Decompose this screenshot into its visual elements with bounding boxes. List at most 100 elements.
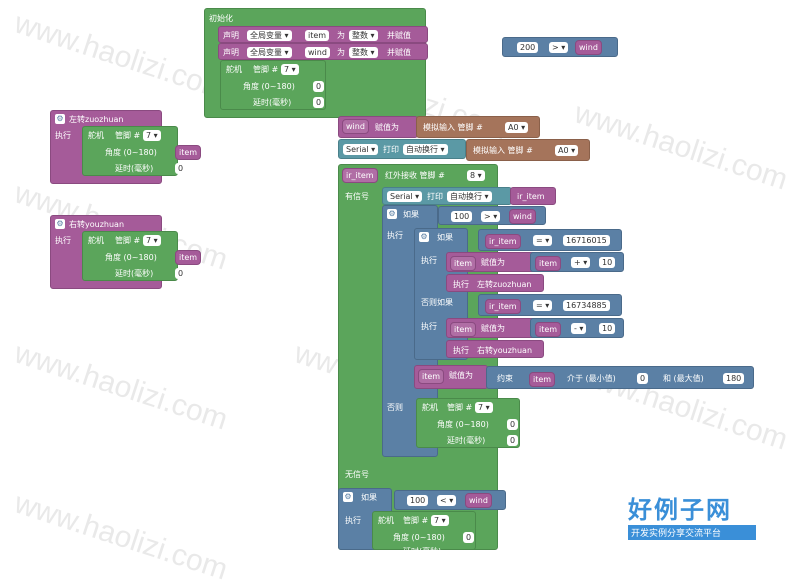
serial-port-dropdown[interactable]: Serial (387, 191, 423, 202)
call-right-block[interactable]: 执行 右转youzhuan (446, 340, 544, 358)
serial-port-dropdown[interactable]: Serial (343, 144, 379, 155)
gear-icon[interactable]: ⚙ (55, 114, 65, 124)
if3-condition[interactable]: 100 < wind (394, 490, 506, 510)
sub-math-block[interactable]: item - 10 (530, 318, 624, 338)
operator-dropdown[interactable]: > (481, 211, 501, 222)
max-field[interactable]: 180 (723, 373, 745, 384)
add-math-block[interactable]: item + 10 (530, 252, 624, 272)
pin-dropdown[interactable]: 7 (143, 130, 161, 141)
if2-condition[interactable]: ir_item = 16716015 (478, 229, 622, 251)
serial-print-ir-block[interactable]: Serial 打印 自动换行 (382, 187, 512, 205)
pin-dropdown[interactable]: 7 (431, 515, 449, 526)
item-var-pill[interactable]: item (450, 256, 477, 271)
increment-field[interactable]: 10 (599, 257, 616, 268)
min-field[interactable]: 0 (637, 373, 649, 384)
angle-var-pill[interactable]: item (175, 145, 202, 160)
gear-icon[interactable]: ⚙ (55, 219, 65, 229)
newline-dropdown[interactable]: 自动换行 (447, 191, 492, 202)
else-servo-block[interactable]: 舵机 管脚 # 7 角度 (0~180) 0 延时(毫秒) 0 (416, 398, 520, 448)
item-var-pill[interactable]: item (418, 369, 445, 384)
floating-compare-block[interactable]: 200 > wind (502, 37, 618, 57)
delay-field[interactable]: 0 (175, 163, 187, 174)
else-label: 否则 (387, 403, 403, 412)
delay-field[interactable]: 0 (313, 97, 325, 108)
pin-dropdown[interactable]: 7 (143, 235, 161, 246)
decrement-field[interactable]: 10 (599, 323, 616, 334)
angle-field[interactable]: 0 (507, 419, 519, 430)
var-wind-pill[interactable]: wind (465, 493, 492, 508)
scope-dropdown[interactable]: 全局变量 (247, 47, 292, 58)
analog-read-block[interactable]: 模拟输入 管脚 # A0 (416, 116, 540, 138)
equals-dropdown[interactable]: = (533, 300, 553, 311)
plus-dropdown[interactable]: + (571, 257, 591, 268)
pin-dropdown[interactable]: 7 (281, 64, 299, 75)
servo-label: 舵机 (88, 131, 104, 140)
declare-item-block[interactable]: 声明 全局变量 item 为 整数 并赋值 (218, 26, 428, 43)
item-var-pill[interactable]: item (535, 256, 562, 271)
declare-wind-block[interactable]: 声明 全局变量 wind 为 整数 并赋值 (218, 43, 428, 60)
scope-dropdown[interactable]: 全局变量 (247, 30, 292, 41)
compare-value-field[interactable]: 100 (407, 495, 429, 506)
watermark-text: www.haolizi.com (10, 336, 232, 437)
type-dropdown[interactable]: 整数 (349, 30, 378, 41)
call-left-block[interactable]: 执行 左转zuozhuan (446, 274, 544, 292)
constrain-assign-block[interactable]: item 赋值为 (414, 365, 488, 389)
angle-field[interactable]: 0 (313, 81, 325, 92)
ir-code-field[interactable]: 16734885 (563, 300, 610, 311)
var-wind-pill[interactable]: wind (575, 40, 602, 55)
wind-assign-block[interactable]: wind 赋值为 (338, 116, 418, 138)
function-name[interactable]: 左转zuozhuan (69, 115, 124, 124)
serial-print-block[interactable]: Serial 打印 自动换行 (338, 139, 466, 159)
analog-pin-dropdown[interactable]: A0 (505, 122, 529, 133)
gear-icon[interactable]: ⚙ (387, 209, 397, 219)
var-name-field[interactable]: item (305, 30, 330, 41)
pin-dropdown[interactable]: 7 (475, 402, 493, 413)
ir-var-value-block[interactable]: ir_item (510, 187, 556, 205)
right-servo-block[interactable]: 舵机 管脚 # 7 角度 (0~180) item 延时(毫秒) 0 (82, 231, 202, 281)
item-var-pill[interactable]: item (535, 322, 562, 337)
delay-field[interactable]: 0 (507, 435, 519, 446)
gear-icon[interactable]: ⚙ (419, 232, 429, 242)
item-var-pill[interactable]: item (529, 372, 556, 387)
assign-label: 并赋值 (387, 31, 411, 40)
exec-label: 执行 (55, 131, 71, 140)
var-name-field[interactable]: wind (305, 47, 330, 58)
compare-value-field[interactable]: 100 (451, 211, 473, 222)
minus-dropdown[interactable]: - (571, 323, 587, 334)
item-sub-assign-block[interactable]: item 赋值为 (446, 318, 538, 338)
init-title: 初始化 (209, 14, 233, 23)
item-var-pill[interactable]: item (450, 322, 477, 337)
if3-servo-block[interactable]: 舵机 管脚 # 7 角度 (0~180) 0 延时(毫秒) (372, 511, 476, 556)
angle-field[interactable]: 0 (463, 532, 475, 543)
ir-var-pill[interactable]: ir_item (485, 299, 521, 314)
serial-analog-block[interactable]: 模拟输入 管脚 # A0 (466, 139, 590, 161)
constrain-block[interactable]: 约束 item 介于 (最小值) 0 和 (最大值) 180 (486, 366, 754, 389)
print-label: 打印 (427, 192, 443, 201)
ir-code-field[interactable]: 16716015 (563, 235, 610, 246)
ir-var-pill[interactable]: ir_item (342, 168, 378, 183)
var-wind-pill[interactable]: wind (509, 209, 536, 224)
analog-pin-dropdown[interactable]: A0 (555, 145, 579, 156)
left-servo-block[interactable]: 舵机 管脚 # 7 角度 (0~180) item 延时(毫秒) 0 (82, 126, 202, 176)
ir-pin-dropdown[interactable]: 8 (467, 170, 485, 181)
item-add-assign-block[interactable]: item 赋值为 (446, 252, 538, 272)
type-dropdown[interactable]: 整数 (349, 47, 378, 58)
newline-dropdown[interactable]: 自动换行 (403, 144, 448, 155)
angle-var-pill[interactable]: item (175, 250, 202, 265)
function-name[interactable]: 右转youzhuan (69, 220, 125, 229)
equals-dropdown[interactable]: = (533, 235, 553, 246)
operator-dropdown[interactable]: > (549, 42, 569, 53)
call-function-name[interactable]: 右转youzhuan (477, 346, 533, 355)
ir-var-pill[interactable]: ir_item (485, 234, 521, 249)
elif-condition[interactable]: ir_item = 16734885 (478, 294, 622, 316)
if-ir-block[interactable]: ⚙ 如果 执行 否则如果 执行 (414, 228, 468, 360)
operator-dropdown[interactable]: < (437, 495, 457, 506)
gear-icon[interactable]: ⚙ (343, 492, 353, 502)
compare-value-field[interactable]: 200 (517, 42, 539, 53)
wind-var-pill[interactable]: wind (342, 119, 369, 134)
init-servo-block[interactable]: 舵机 管脚 # 7 角度 (0~180) 0 延时(毫秒) 0 (220, 60, 326, 110)
declare-label: 声明 (223, 31, 239, 40)
call-function-name[interactable]: 左转zuozhuan (477, 280, 532, 289)
delay-field[interactable]: 0 (175, 268, 187, 279)
if1-condition[interactable]: 100 > wind (438, 206, 546, 225)
